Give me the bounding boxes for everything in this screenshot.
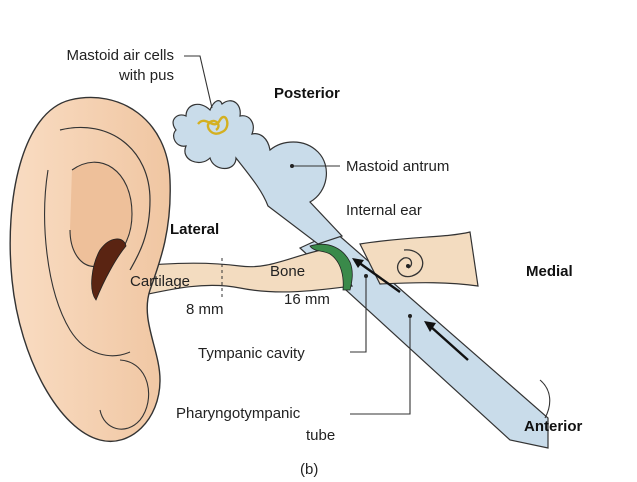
- label-panel: (b): [300, 461, 318, 478]
- mastoid-antrum-shape: [172, 100, 344, 245]
- auricle-outer: [9, 96, 171, 443]
- cochlea-coil: [396, 249, 424, 278]
- label-internal-ear: Internal ear: [346, 202, 422, 219]
- label-cartilage-length: 8 mm: [186, 301, 224, 318]
- label-tympanic-cavity: Tympanic cavity: [198, 345, 305, 362]
- label-medial: Medial: [526, 263, 573, 280]
- label-mastoid-air-cells-1: Mastoid air cells: [66, 47, 174, 64]
- label-mastoid-antrum: Mastoid antrum: [346, 158, 449, 175]
- airflow-arrow-upper: [357, 261, 401, 293]
- external-auditory-canal: [119, 247, 353, 301]
- airflow-arrowhead-lower: [424, 321, 436, 332]
- leader-tympanic-cavity: [350, 276, 367, 353]
- label-pharyngotympanic-1: Pharyngotympanic: [176, 405, 301, 422]
- auricle-lobule: [99, 359, 150, 430]
- tympanic-membrane: [309, 243, 353, 291]
- leader-pharyngotympanic: [350, 316, 411, 415]
- ear-canal-opening: [91, 238, 127, 301]
- label-pharyngotympanic-2: tube: [306, 427, 335, 444]
- leader-mastoid-air-cells: [184, 55, 213, 109]
- label-posterior: Posterior: [274, 85, 340, 102]
- pus-in-air-cells: [197, 115, 229, 135]
- leader-pharyngotympanic-dot: [408, 314, 412, 318]
- cochlea-center-dot: [406, 264, 410, 268]
- internal-ear-canal-shape: [359, 231, 479, 287]
- airflow-arrow-lower: [429, 325, 469, 361]
- label-cartilage: Cartilage: [130, 273, 190, 290]
- auricle-helix-fold: [59, 126, 151, 271]
- leader-tympanic-cavity-dot: [364, 274, 368, 278]
- label-bone-length: 16 mm: [284, 291, 330, 308]
- label-mastoid-air-cells-2: with pus: [118, 67, 174, 84]
- auricle-antihelix: [44, 169, 131, 357]
- tube-wall-curve: [539, 379, 551, 419]
- label-anterior: Anterior: [524, 418, 583, 435]
- leader-mastoid-antrum-dot: [290, 164, 294, 168]
- label-lateral: Lateral: [170, 221, 219, 238]
- label-bone: Bone: [270, 263, 305, 280]
- airflow-arrowhead-upper: [352, 258, 364, 268]
